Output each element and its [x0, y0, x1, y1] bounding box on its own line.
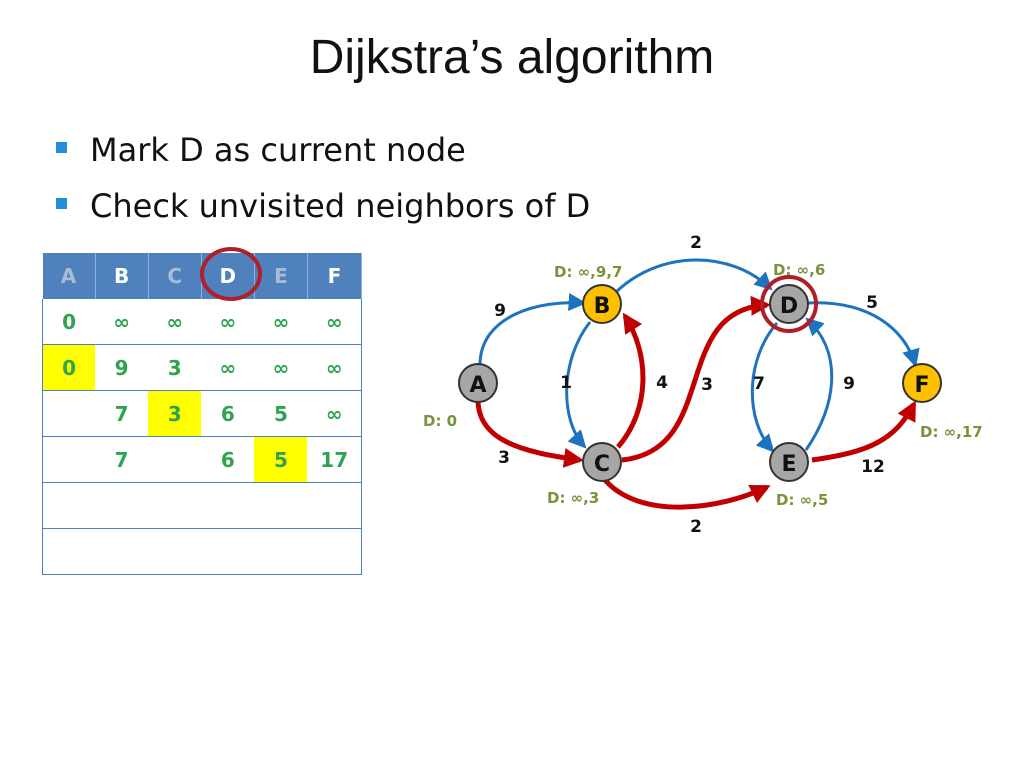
weight-a-c: 3: [498, 448, 510, 468]
table-cell: [307, 528, 363, 575]
table-row: [42, 482, 363, 529]
table-cell: [148, 528, 202, 575]
table-cell: 17: [307, 436, 363, 483]
bullet-text: Mark D as current node: [90, 131, 466, 169]
table-cell: ∞: [254, 299, 308, 345]
weight-c-d: 3: [701, 375, 713, 395]
weight-d-e: 7: [753, 374, 765, 394]
table-cell: 9: [95, 344, 149, 391]
table-cell: 6: [201, 436, 255, 483]
table-cell: ∞: [148, 299, 202, 345]
table-cell: 6: [201, 390, 255, 437]
header-cell-a: A: [42, 253, 96, 299]
table-cell: [201, 528, 255, 575]
node-a-label: A: [469, 373, 486, 398]
weight-d-f: 5: [866, 293, 878, 313]
table-cell-highlighted: 0: [42, 344, 96, 391]
current-column-ring: [200, 247, 262, 301]
bullet-item: Check unvisited neighbors of D: [52, 182, 590, 238]
table-cell: 3: [148, 344, 202, 391]
edge-c-d: [621, 295, 771, 463]
table-cell: 0: [42, 299, 96, 345]
bullet-list: Mark D as current node Check unvisited n…: [52, 126, 590, 238]
bullet-text: Check unvisited neighbors of D: [90, 187, 591, 225]
weight-e-d: 9: [843, 374, 855, 394]
node-c: C: [582, 442, 622, 482]
distance-c: D: ∞,3: [547, 489, 599, 507]
bullet-item: Mark D as current node: [52, 126, 590, 182]
table-cell: ∞: [95, 299, 149, 345]
table-row: 0 ∞ ∞ ∞ ∞ ∞: [42, 299, 363, 345]
weight-b-d: 2: [690, 233, 702, 253]
node-a: A: [458, 363, 498, 403]
table-cell-highlighted: 3: [148, 390, 202, 437]
distance-b: D: ∞,9,7: [554, 263, 622, 281]
node-f: F: [902, 363, 942, 403]
distance-a: D: 0: [423, 412, 457, 430]
weight-c-b: 4: [656, 373, 668, 393]
distance-f: D: ∞,17: [920, 423, 983, 441]
table-row: 0 9 3 ∞ ∞ ∞: [42, 344, 363, 391]
edge-d-e: [750, 322, 779, 453]
node-d-label: D: [780, 294, 798, 319]
table-cell: [42, 390, 96, 437]
table-cell: ∞: [201, 344, 255, 391]
table-cell: 7: [95, 390, 149, 437]
table-cell: [148, 436, 202, 483]
table-cell-highlighted: 5: [254, 436, 308, 483]
table-cell: ∞: [254, 344, 308, 391]
edge-a-c: [475, 401, 584, 468]
node-b-label: B: [594, 294, 611, 319]
table-cell: [95, 482, 149, 529]
header-cell-f: F: [307, 253, 363, 299]
weight-c-e: 2: [690, 517, 702, 537]
bullet-square-icon: [56, 198, 67, 209]
table-cell: [254, 482, 308, 529]
table-cell: ∞: [307, 299, 363, 345]
node-b: B: [582, 284, 622, 324]
table-row: [42, 528, 363, 575]
table-cell: [201, 482, 255, 529]
table-cell: [254, 528, 308, 575]
distance-table: A B C D E F 0 ∞ ∞ ∞ ∞ ∞ 0 9 3 ∞ ∞ ∞ 7 3 …: [42, 253, 363, 575]
current-node-ring: [760, 275, 818, 333]
node-e-label: E: [781, 452, 796, 477]
table-cell: [42, 528, 96, 575]
slide-title: Dijkstra’s algorithm: [309, 31, 715, 84]
table-cell: 7: [95, 436, 149, 483]
edge-d-f: [807, 301, 920, 368]
table-cell: ∞: [307, 390, 363, 437]
weight-b-c: 1: [560, 373, 572, 393]
edge-c-b: [616, 312, 646, 449]
node-e: E: [769, 442, 809, 482]
edge-b-d: [614, 258, 773, 294]
header-cell-e: E: [254, 253, 308, 299]
node-f-label: F: [914, 373, 929, 398]
weight-e-f: 12: [861, 457, 885, 477]
table-cell: [42, 436, 96, 483]
table-cell: ∞: [201, 299, 255, 345]
table-row: 7 3 6 5 ∞: [42, 390, 363, 437]
table-cell: [307, 482, 363, 529]
edge-e-f: [811, 400, 917, 463]
distance-d: D: ∞,6: [773, 261, 825, 279]
edge-e-d: [804, 317, 834, 451]
table-cell: [95, 528, 149, 575]
edge-c-e: [603, 478, 771, 510]
bullet-square-icon: [56, 142, 67, 153]
distance-e: D: ∞,5: [776, 491, 828, 509]
header-cell-b: B: [95, 253, 149, 299]
weight-a-b: 9: [494, 301, 506, 321]
table-cell: [148, 482, 202, 529]
edge-b-c: [565, 321, 592, 449]
edge-a-b: [478, 293, 587, 366]
node-c-label: C: [594, 452, 610, 477]
table-cell: 5: [254, 390, 308, 437]
table-cell: ∞: [307, 344, 363, 391]
table-cell: [42, 482, 96, 529]
table-row: 7 6 5 17: [42, 436, 363, 483]
node-d: D: [769, 284, 809, 324]
